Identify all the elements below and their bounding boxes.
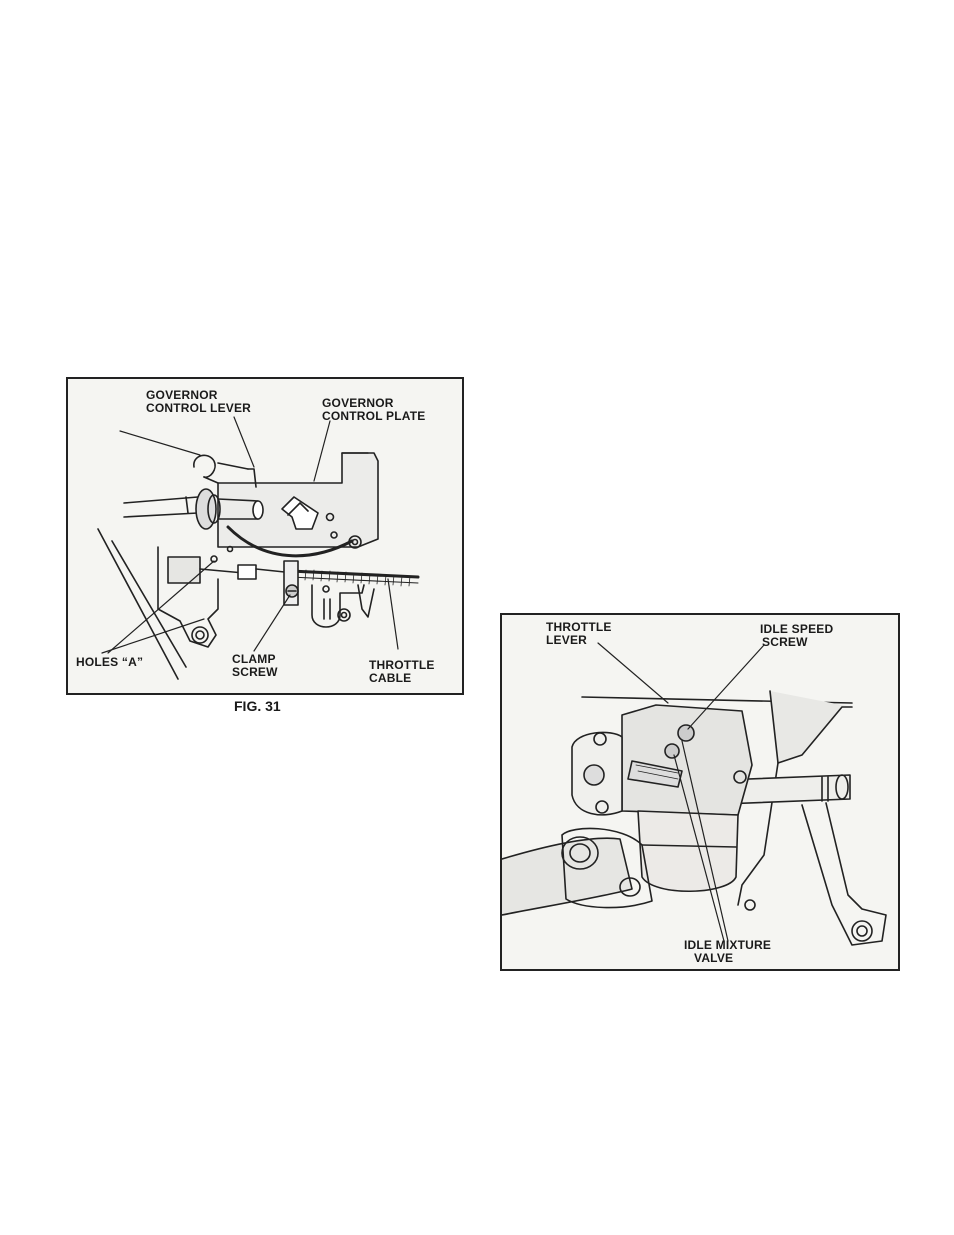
figure-carburetor-diagram: THROTTLE LEVER IDLE SPEED SCREW IDLE MIX… bbox=[500, 613, 900, 971]
leader-governor-plate bbox=[314, 421, 330, 481]
idle-speed-screw-head bbox=[678, 725, 694, 741]
label-governor-control-plate: GOVERNOR CONTROL PLATE bbox=[322, 397, 426, 423]
carburetor-illustration bbox=[502, 615, 898, 969]
label-throttle-cable: THROTTLE CABLE bbox=[369, 659, 435, 685]
leader-governor-lever bbox=[120, 431, 200, 455]
clamp bbox=[284, 561, 298, 605]
idle-mixture-valve-head bbox=[665, 744, 679, 758]
leader-clamp-screw bbox=[254, 595, 290, 651]
label-idle-mixture-valve: IDLE MIXTURE VALVE bbox=[684, 939, 771, 965]
governor-illustration bbox=[68, 379, 462, 693]
leader-throttle-lever bbox=[598, 643, 668, 703]
intake-tube bbox=[502, 838, 632, 915]
label-idle-speed-screw: IDLE SPEED SCREW bbox=[760, 623, 833, 649]
carburetor-body bbox=[622, 705, 752, 815]
float-bowl bbox=[638, 811, 738, 891]
leader-throttle-cable bbox=[388, 579, 398, 649]
label-governor-control-lever: GOVERNOR CONTROL LEVER bbox=[146, 389, 251, 415]
governor-control-lever bbox=[194, 455, 215, 477]
label-clamp-screw: CLAMP SCREW bbox=[232, 653, 278, 679]
figure-31-caption: FIG. 31 bbox=[234, 698, 281, 714]
label-throttle-lever: THROTTLE LEVER bbox=[546, 621, 612, 647]
figure-31-governor-diagram: GOVERNOR CONTROL LEVER GOVERNOR CONTROL … bbox=[66, 377, 464, 695]
label-holes-a: HOLES “A” bbox=[76, 656, 143, 669]
